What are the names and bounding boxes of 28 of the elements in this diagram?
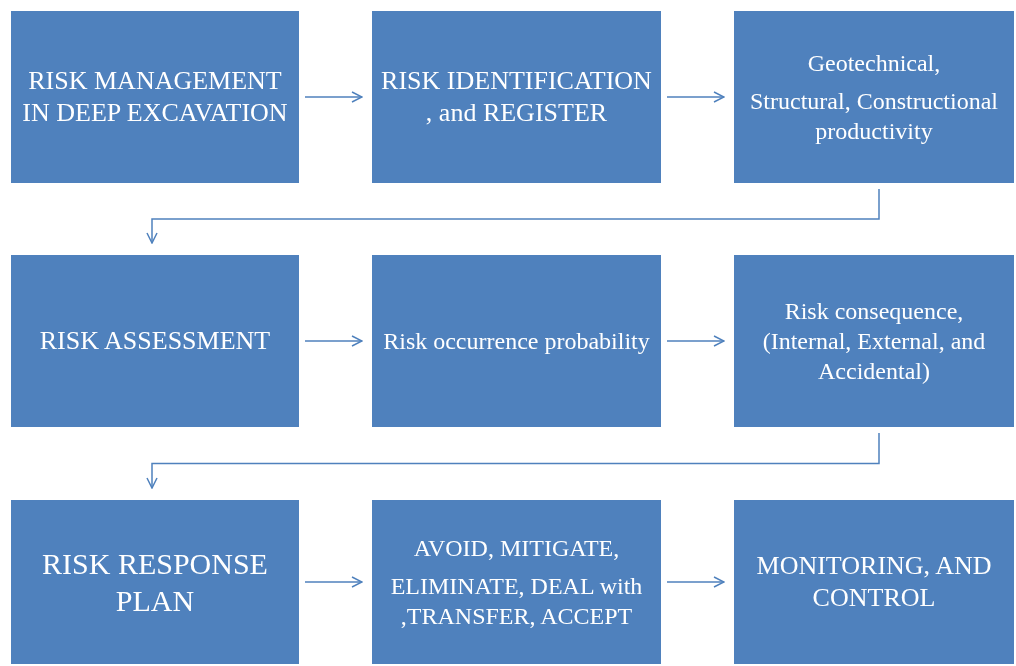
arrow — [666, 335, 725, 347]
box-text: RISK MANAGEMENT IN DEEP EXCAVATION — [21, 64, 289, 129]
arrow — [304, 576, 363, 588]
arrow — [666, 91, 725, 103]
process-box — [372, 11, 661, 183]
arrow — [304, 91, 363, 103]
process-box — [372, 255, 661, 427]
arrow — [304, 335, 363, 347]
process-box — [11, 11, 299, 183]
box-text: ELIMINATE, DEAL with ,TRANSFER, ACCEPT — [389, 572, 644, 631]
box-text: RISK IDENTIFICATION , and REGISTER — [380, 64, 653, 129]
box-text: RISK RESPONSE PLAN — [41, 545, 269, 619]
arrow — [666, 576, 725, 588]
process-box — [734, 255, 1014, 427]
arrow — [146, 432, 880, 489]
process-box — [372, 500, 661, 664]
process-box — [734, 500, 1014, 664]
process-box — [734, 11, 1014, 183]
box-text: RISK ASSESSMENT — [39, 324, 271, 357]
process-box — [11, 500, 299, 664]
process-box — [11, 255, 299, 427]
box-text: Geotechnical, — [807, 49, 941, 78]
box-text: MONITORING, AND CONTROL — [755, 549, 993, 614]
box-text: Risk occurrence probability — [383, 327, 650, 356]
arrow — [146, 188, 880, 244]
box-text: Structural, Constructional productivity — [749, 87, 999, 146]
box-text: Risk consequence, (Internal, External, and Accidental) — [761, 297, 987, 386]
box-text: AVOID, MITIGATE, — [413, 534, 620, 563]
